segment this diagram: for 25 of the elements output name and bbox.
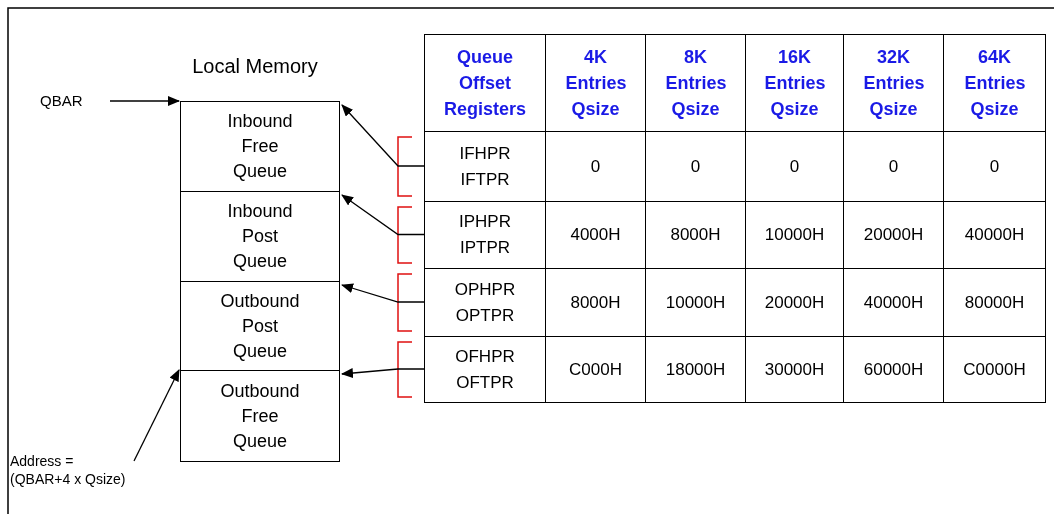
queue-box: Outbound Free Queue (180, 370, 340, 462)
register-name: IPTPR (459, 237, 511, 259)
queue-box: Outbound Post Queue (180, 281, 340, 371)
register-name: OFTPR (456, 371, 514, 394)
register-cell (424, 336, 546, 403)
arrow (341, 194, 425, 236)
register-name: OFHPR (455, 345, 515, 368)
register-name: OPHPR (454, 278, 516, 301)
arrow (109, 96, 180, 106)
register-name: IFTPR (460, 168, 510, 191)
column-header: Queue Offset Registers (424, 34, 546, 132)
arrow (341, 368, 425, 378)
register-name: OPTPR (455, 304, 515, 327)
pointer-label: QBAR (40, 92, 110, 110)
column-header: 64K Entries Qsize (943, 34, 1046, 132)
arrow (341, 104, 425, 167)
queue-box: Inbound Post Queue (180, 191, 340, 282)
memory-heading: Local Memory (191, 55, 319, 78)
register-name: IFHPR (459, 142, 511, 165)
queue-box: Inbound Free Queue (180, 101, 340, 192)
arrow (341, 283, 425, 303)
table-cell: C0000H (943, 336, 1046, 403)
arrow (133, 369, 180, 462)
register-name: IPHPR (459, 211, 511, 233)
address-label: Address = (QBAR+4 x Qsize) (10, 452, 132, 488)
